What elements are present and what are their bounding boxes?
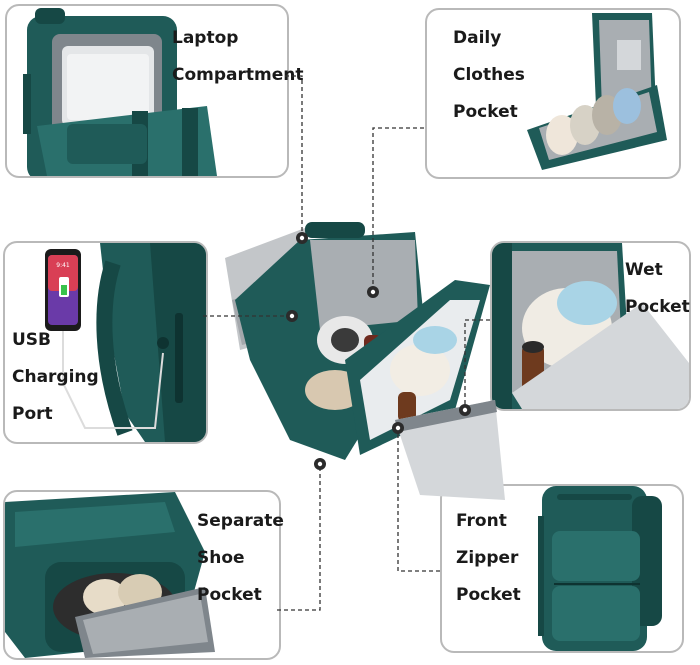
shoe-label-line-3: Pocket bbox=[197, 585, 262, 605]
clothes-label-line-2: Clothes bbox=[453, 65, 525, 85]
front-label-line-1: Front bbox=[456, 511, 507, 531]
shoe-label-line-1: Separate bbox=[197, 511, 284, 531]
usb-port-panel: 9:41 bbox=[3, 241, 208, 444]
wet-label-line-2: Pocket bbox=[625, 297, 690, 317]
laptop-compartment-panel bbox=[5, 4, 289, 178]
shoe-pocket-panel bbox=[3, 490, 281, 660]
cup bbox=[398, 392, 416, 422]
front-label-line-3: Pocket bbox=[456, 585, 521, 605]
clothes-label-line-3: Pocket bbox=[453, 102, 518, 122]
front-pocket-panel bbox=[440, 484, 684, 653]
laptop-label-line-1: Laptop bbox=[172, 28, 239, 48]
backpack-interior bbox=[310, 240, 418, 330]
clothes-pocket-image bbox=[527, 13, 667, 170]
usb-port-image: 9:41 bbox=[45, 243, 206, 442]
laptop-label-line-2: Compartment bbox=[172, 65, 304, 85]
wet-pocket-panel bbox=[490, 241, 691, 411]
front-pocket-image bbox=[538, 486, 662, 651]
usb-label-line-2: Charging bbox=[12, 367, 99, 387]
clothes-pocket-label: Daily Clothes Pocket bbox=[453, 20, 525, 131]
wet-pocket-label: Wet Pocket bbox=[625, 252, 690, 326]
shoe-pocket-image bbox=[5, 492, 215, 658]
usb-port-label: USB Charging Port bbox=[12, 322, 99, 433]
shoe-pocket-label: Separate Shoe Pocket bbox=[197, 503, 284, 614]
clothes-pocket-panel bbox=[425, 8, 681, 179]
callout-anchor-dots bbox=[286, 232, 471, 470]
laptop-compartment-image bbox=[23, 8, 217, 176]
usb-label-line-1: USB bbox=[12, 330, 52, 350]
laptop-compartment-label: Laptop Compartment bbox=[172, 20, 304, 94]
wet-label-line-1: Wet bbox=[625, 260, 663, 280]
backpack-handle bbox=[305, 222, 365, 238]
usb-label-line-3: Port bbox=[12, 404, 53, 424]
wet-pocket-image bbox=[492, 243, 689, 409]
front-pocket-label: Front Zipper Pocket bbox=[456, 503, 521, 614]
clothes-label-line-1: Daily bbox=[453, 28, 502, 48]
phone-time: 9:41 bbox=[56, 262, 70, 269]
front-label-line-2: Zipper bbox=[456, 548, 519, 568]
shoe-label-line-2: Shoe bbox=[197, 548, 245, 568]
callout-leader-lines bbox=[203, 75, 490, 611]
